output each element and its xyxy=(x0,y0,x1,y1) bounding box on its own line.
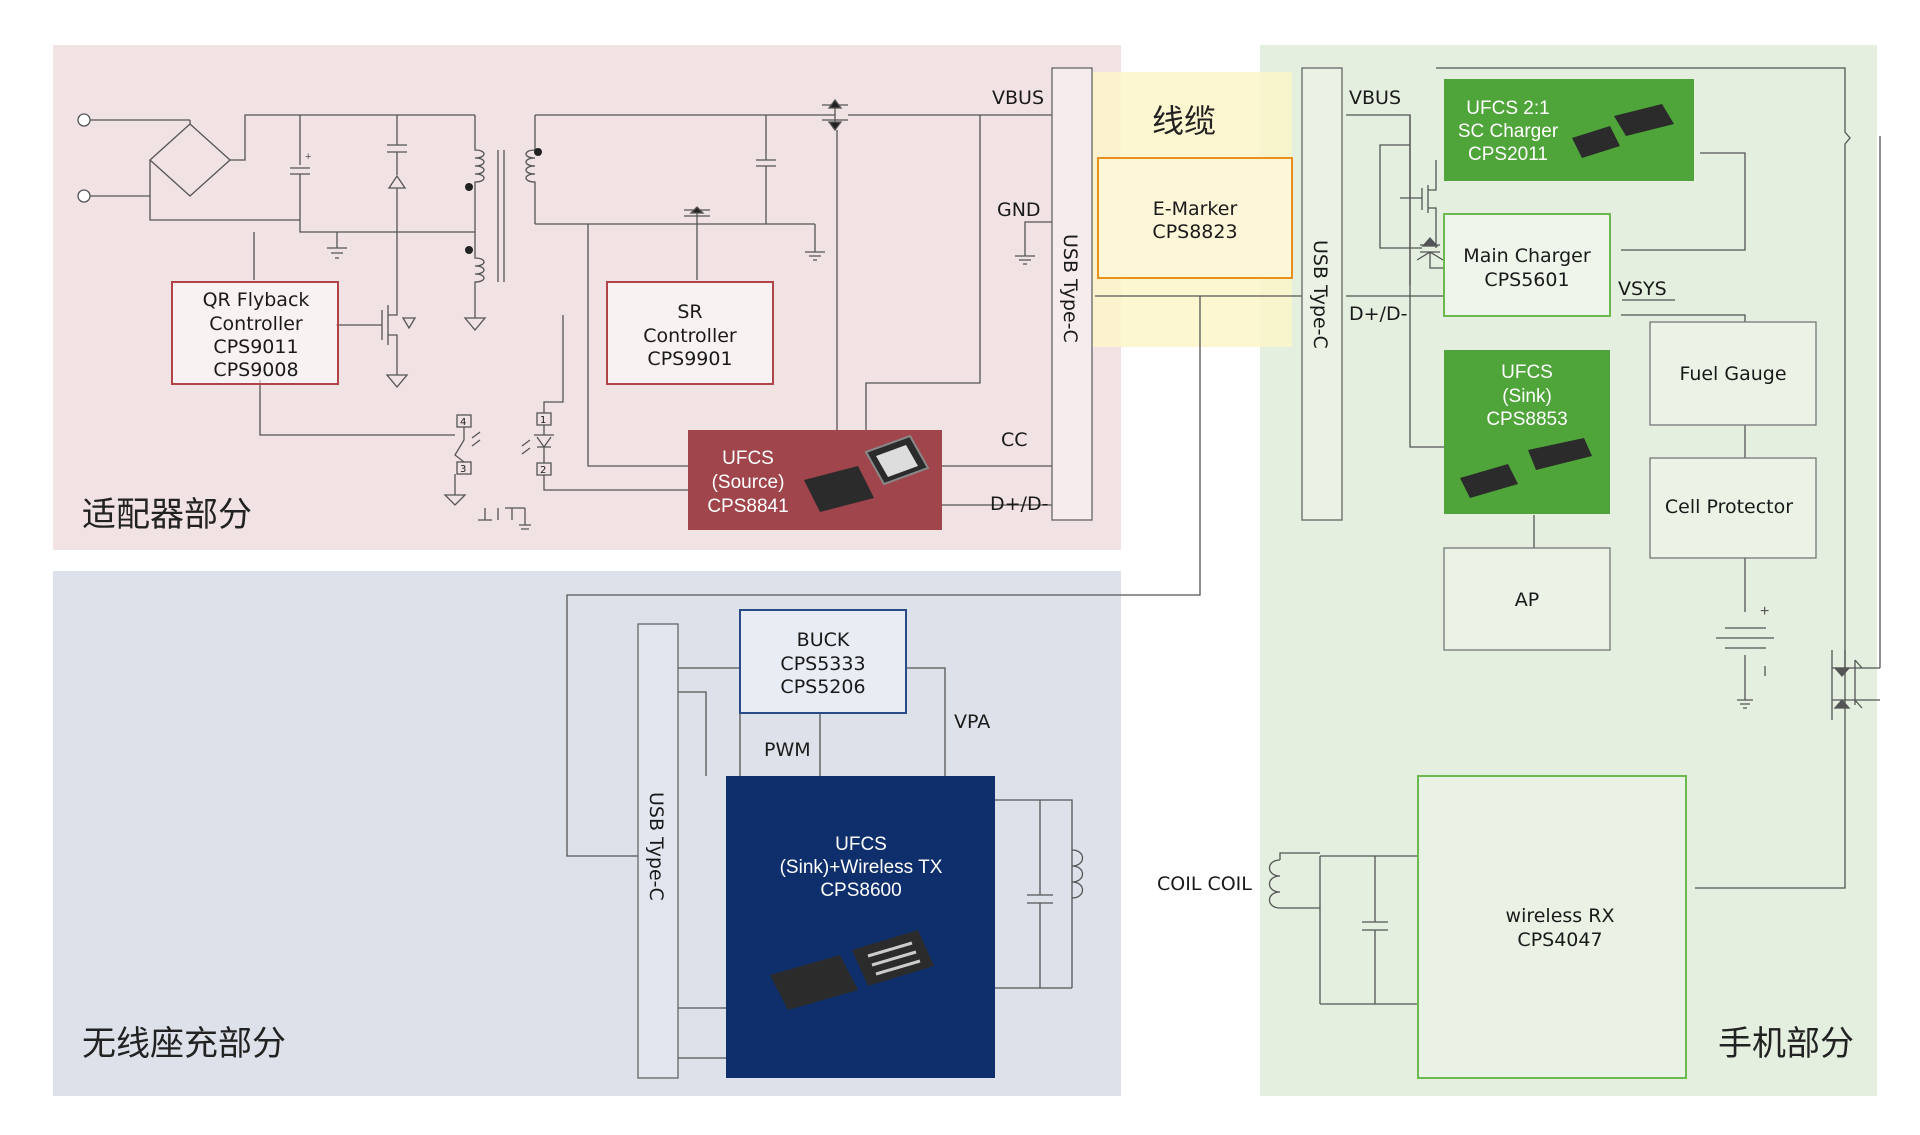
svg-text:E-Marker: E-Marker xyxy=(1153,198,1238,220)
ap-block: AP xyxy=(1443,547,1611,651)
svg-text:SR: SR xyxy=(677,301,702,323)
wireless-rx-chip: wireless RX CPS4047 xyxy=(1417,775,1687,1079)
svg-text:USB Type-C: USB Type-C xyxy=(1309,240,1331,349)
ufcs-sink-chip: UFCS (Sink) CPS8853 xyxy=(1444,350,1610,514)
svg-text:UFCS 2:1: UFCS 2:1 xyxy=(1466,98,1549,119)
phone-vbus-label: VBUS xyxy=(1349,87,1401,109)
svg-text:BUCK: BUCK xyxy=(797,629,850,651)
ufcs-source-chip: UFCS (Source) CPS8841 xyxy=(688,430,942,530)
svg-text:UFCS: UFCS xyxy=(1501,362,1553,383)
svg-text:CPS2011: CPS2011 xyxy=(1468,144,1548,165)
svg-text:Main Charger: Main Charger xyxy=(1463,245,1591,267)
pwm-label: PWM xyxy=(764,739,811,761)
svg-text:Cell Protector: Cell Protector xyxy=(1665,496,1793,518)
cable-section-title: 线缆 xyxy=(1152,102,1216,140)
svg-text:AP: AP xyxy=(1515,589,1539,611)
svg-text:CPS8600: CPS8600 xyxy=(820,880,901,901)
ic-package-image xyxy=(770,930,934,1010)
svg-text:CPS9008: CPS9008 xyxy=(213,359,298,381)
svg-text:CPS4047: CPS4047 xyxy=(1517,929,1602,951)
wireless-tx-chip: UFCS (Sink)+Wireless TX CPS8600 xyxy=(726,776,995,1078)
svg-text:Controller: Controller xyxy=(643,325,737,347)
svg-text:CPS9901: CPS9901 xyxy=(647,348,732,370)
svg-text:Controller: Controller xyxy=(209,313,303,335)
opto-pin-2: 2 xyxy=(540,465,546,476)
phone-section-title: 手机部分 xyxy=(1718,1024,1854,1064)
sc-charger-chip: UFCS 2:1 SC Charger CPS2011 xyxy=(1444,79,1694,181)
battery-plus: + xyxy=(1760,603,1769,620)
svg-text:(Sink)+Wireless TX: (Sink)+Wireless TX xyxy=(780,857,943,878)
cable-phone-wiring: + xyxy=(566,67,1881,1005)
main-charger-chip: Main Charger CPS5601 xyxy=(1443,213,1611,317)
adapter-cc-label: CC xyxy=(1001,429,1028,451)
qr-flyback-controller: QR Flyback Controller CPS9011 CPS9008 xyxy=(171,281,339,385)
svg-text:USB Type-C: USB Type-C xyxy=(645,792,667,901)
svg-text:CPS5601: CPS5601 xyxy=(1484,269,1569,291)
opto-pin-1: 1 xyxy=(540,415,546,426)
ic-package-image xyxy=(804,434,930,512)
svg-text:UFCS: UFCS xyxy=(722,448,774,469)
phone-usb-type-c: USB Type-C xyxy=(1301,67,1343,521)
opto-pin-3: 3 xyxy=(460,464,466,475)
adapter-section-title: 适配器部分 xyxy=(82,495,252,535)
opto-pin-4: 4 xyxy=(460,417,466,428)
svg-text:wireless RX: wireless RX xyxy=(1506,905,1615,927)
ic-package-image xyxy=(1572,104,1674,158)
svg-text:CPS5206: CPS5206 xyxy=(780,676,865,698)
svg-text:SC Charger: SC Charger xyxy=(1458,121,1559,142)
svg-text:CPS9011: CPS9011 xyxy=(213,336,298,358)
svg-text:CPS5333: CPS5333 xyxy=(780,653,865,675)
buck-converter: BUCK CPS5333 CPS5206 xyxy=(739,609,907,714)
svg-text:Fuel Gauge: Fuel Gauge xyxy=(1679,363,1786,385)
wireless-usb-type-c: USB Type-C xyxy=(637,623,679,1079)
adapter-dpdm-label: D+/D- xyxy=(990,493,1048,515)
phone-vsys-label: VSYS xyxy=(1618,278,1667,300)
svg-text:USB Type-C: USB Type-C xyxy=(1059,234,1081,343)
svg-text:(Source): (Source) xyxy=(712,472,785,493)
adapter-gnd-label: GND xyxy=(997,199,1041,221)
adapter-wiring: + xyxy=(77,98,1052,530)
fuel-gauge-block: Fuel Gauge xyxy=(1649,321,1817,426)
svg-text:QR Flyback: QR Flyback xyxy=(203,289,310,311)
svg-text:CPS8823: CPS8823 xyxy=(1152,221,1237,243)
phone-dpdm-label: D+/D- xyxy=(1349,303,1407,325)
svg-text:+: + xyxy=(305,151,311,163)
coil-label: COIL COIL xyxy=(1157,873,1252,895)
ic-package-image xyxy=(1460,438,1592,498)
svg-text:(Sink): (Sink) xyxy=(1502,386,1552,407)
cell-protector-block: Cell Protector xyxy=(1649,457,1817,559)
adapter-usb-type-c: USB Type-C xyxy=(1051,67,1093,521)
adapter-vbus-label: VBUS xyxy=(992,87,1044,109)
sr-controller: SR Controller CPS9901 xyxy=(606,281,774,385)
wireless-section-title: 无线座充部分 xyxy=(82,1024,286,1064)
vpa-label: VPA xyxy=(954,711,990,733)
e-marker-chip: E-Marker CPS8823 xyxy=(1097,157,1293,279)
svg-text:UFCS: UFCS xyxy=(835,834,887,855)
svg-text:CPS8853: CPS8853 xyxy=(1486,409,1567,430)
wireless-wiring xyxy=(676,667,1084,1059)
svg-text:CPS8841: CPS8841 xyxy=(707,496,788,517)
